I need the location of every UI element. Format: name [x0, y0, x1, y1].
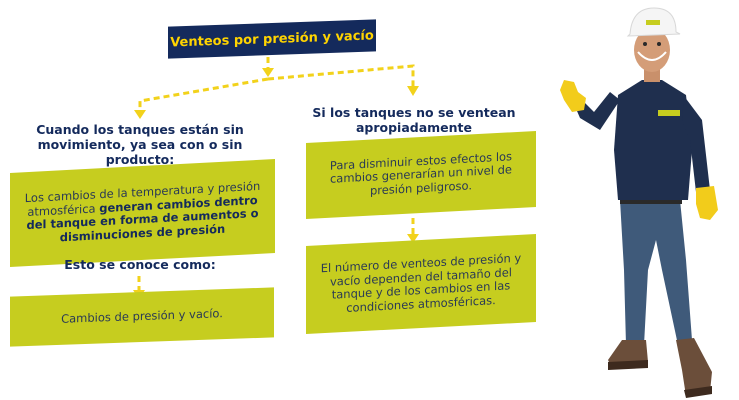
worker-face [634, 28, 670, 72]
right-box-1: Para disminuir estos efectos los cambios… [306, 130, 536, 220]
worker-right-boot [676, 338, 712, 396]
known-as-label: Esto se conoce como: [64, 257, 216, 272]
worker-pants [620, 200, 692, 345]
left-heading: Cuando los tanques están sin movimiento,… [36, 122, 244, 167]
left-box-2: Cambios de presión y vacío. [10, 287, 274, 347]
right-box-1-text: Para disminuir estos efectos los cambios… [329, 148, 513, 198]
right-arrowhead [407, 86, 419, 96]
right-box-arrowhead [407, 234, 419, 243]
left-box-1: Los cambios de la temperatura y presión … [10, 159, 275, 267]
worker-right-arm [682, 96, 710, 192]
branch-right-connector [267, 64, 415, 88]
shirt-logo [658, 110, 680, 116]
left-box-2-text: Cambios de presión y vacío. [61, 306, 223, 327]
worker-left-arm [574, 92, 620, 130]
diagram-title-text: Venteos por presión y vacío [170, 27, 374, 51]
right-heading: Si los tanques no se ventean apropiadame… [312, 105, 516, 135]
branch-left-connector [138, 77, 269, 112]
worker-shirt [614, 80, 692, 200]
worker-left-glove [560, 80, 586, 112]
left-box-1-text: Los cambios de la temperatura y presión … [20, 179, 265, 247]
right-box-2: El número de venteos de presión y vacío … [306, 233, 536, 335]
left-arrowhead [134, 110, 146, 119]
title-arrowhead [262, 68, 274, 77]
helmet-logo [646, 20, 660, 25]
right-box-2-text: El número de venteos de presión y vacío … [320, 250, 522, 315]
worker-illustration [560, 7, 718, 398]
worker-right-glove [696, 186, 718, 220]
